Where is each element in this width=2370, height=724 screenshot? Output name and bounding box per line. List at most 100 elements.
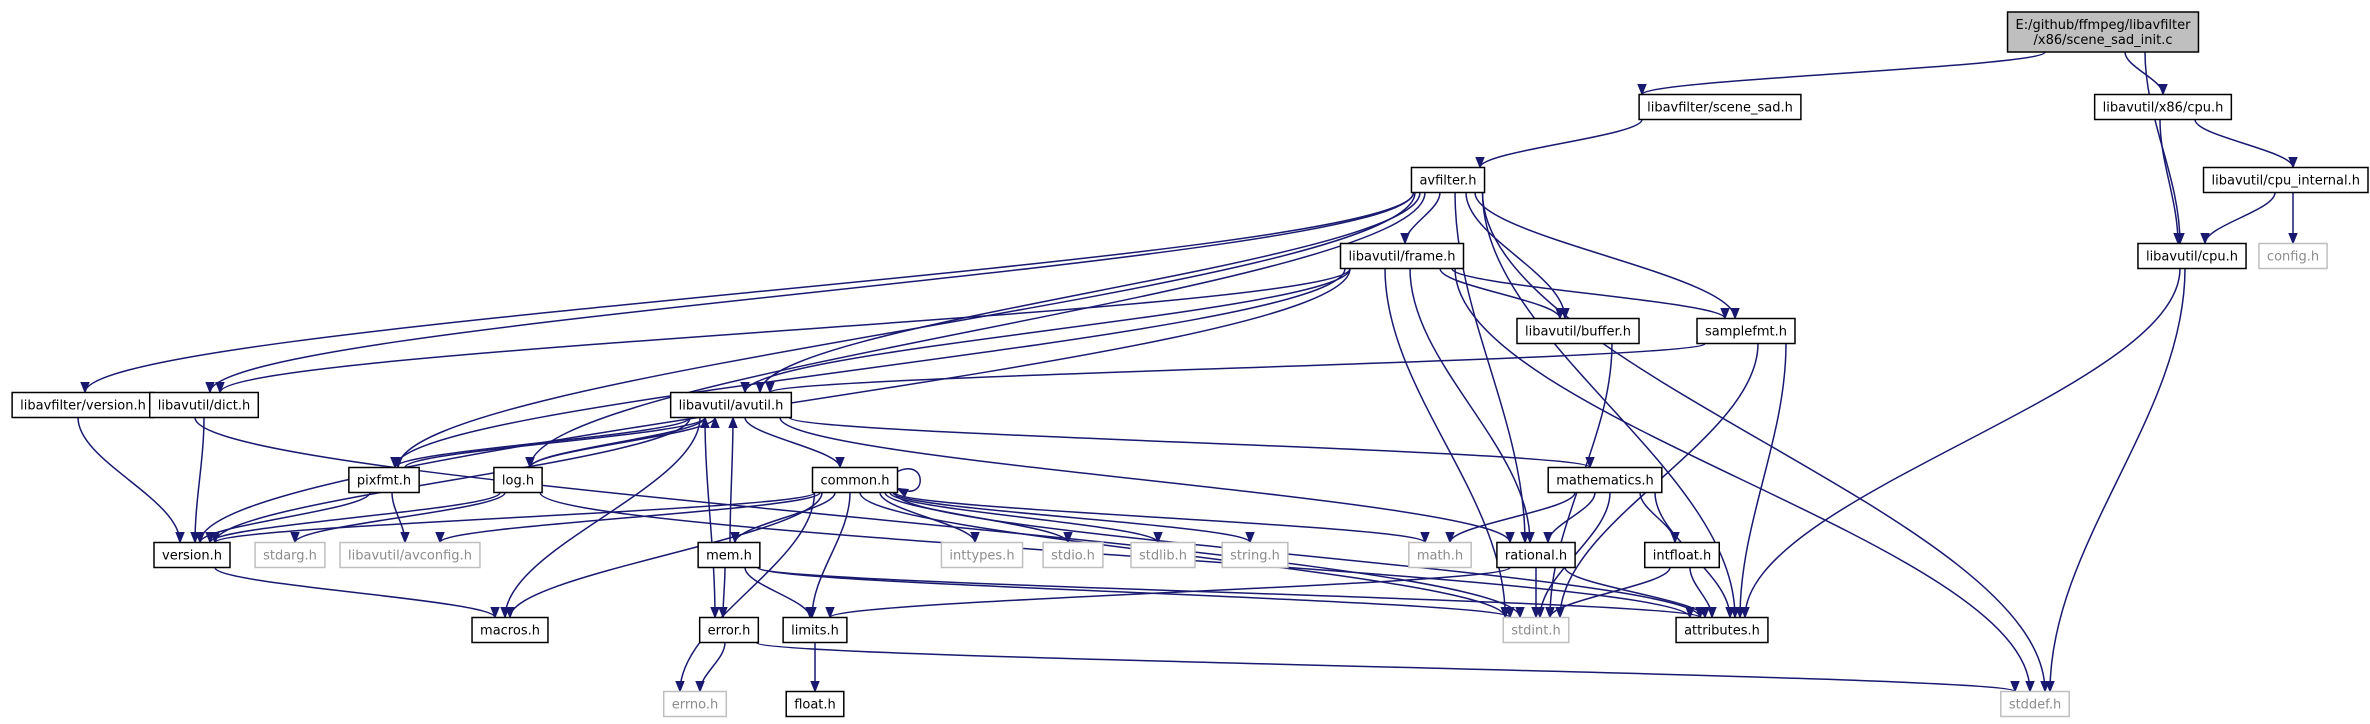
edge-line <box>1454 192 1526 543</box>
node-label: mem.h <box>706 549 752 564</box>
node-log[interactable]: log.h <box>493 466 543 494</box>
edge-line <box>1481 192 1736 618</box>
edge-line <box>2159 119 2179 244</box>
edge-arrowhead <box>1420 532 1430 544</box>
edge-avutil-to-version <box>210 417 691 544</box>
edge-avutil-to-macros <box>500 417 701 619</box>
node-label: libavutil/x86/cpu.h <box>2103 101 2224 116</box>
edge-arrowhead <box>2200 233 2210 245</box>
node-box <box>2006 11 2200 53</box>
edge-arrowhead <box>1515 607 1525 619</box>
edge-mathematics-to-intfloat <box>1639 492 1680 544</box>
node-stdint[interactable]: stdint.h <box>1502 616 1570 644</box>
node-attributes[interactable]: attributes.h <box>1675 616 1769 644</box>
node-limits[interactable]: limits.h <box>782 616 848 644</box>
edge-avutil-to-error <box>704 417 720 619</box>
edge-cpu-internal-to-cpu <box>2200 192 2276 245</box>
node-label: libavutil/avconfig.h <box>348 549 472 564</box>
node-avfilter[interactable]: avfilter.h <box>1410 166 1486 194</box>
node-box <box>1547 466 1663 494</box>
node-scene-sad[interactable]: libavfilter/scene_sad.h <box>1638 93 1802 121</box>
node-string[interactable]: string.h <box>1221 541 1289 569</box>
node-errno[interactable]: errno.h <box>662 690 728 718</box>
edge-line <box>1474 192 1736 319</box>
edge-avfilter-to-stddef <box>1481 192 2050 693</box>
node-box <box>2093 93 2233 121</box>
edge-arrowhead <box>1400 233 1410 245</box>
edge-arrowhead <box>695 681 705 693</box>
node-label: libavfilter/scene_sad.h <box>1647 101 1793 116</box>
edge-rational-to-attributes <box>1564 567 1710 619</box>
node-samplefmt[interactable]: samplefmt.h <box>1696 317 1796 345</box>
edge-common-to-errno <box>675 492 816 693</box>
node-float[interactable]: float.h <box>785 690 845 718</box>
edge-line <box>214 491 816 544</box>
node-root[interactable]: E:/github/ffmpeg/libavfilter/x86/scene_s… <box>2006 11 2200 53</box>
edge-arrowhead <box>1720 308 1730 320</box>
edge-dict-to-stdint <box>194 417 1525 619</box>
edge-arrowhead <box>710 416 720 428</box>
node-dict[interactable]: libavutil/dict.h <box>148 391 260 419</box>
edge-root-to-cpu <box>2144 51 2185 245</box>
edge-arrowhead <box>1700 607 1710 619</box>
node-lavfi-version[interactable]: libavfilter/version.h <box>11 391 155 419</box>
node-label: intfloat.h <box>1653 549 1712 564</box>
node-error[interactable]: error.h <box>698 616 760 644</box>
node-stdarg[interactable]: stdarg.h <box>254 541 326 569</box>
node-cpu[interactable]: libavutil/cpu.h <box>2137 242 2247 270</box>
edge-arrowhead <box>2040 681 2050 693</box>
edge-arrowhead <box>1063 532 1073 544</box>
node-common[interactable]: common.h <box>811 466 899 494</box>
edge-line <box>897 468 921 492</box>
edge-line <box>744 268 1351 393</box>
node-config[interactable]: config.h <box>2258 242 2328 270</box>
edge-log-to-avutil <box>529 416 720 468</box>
edge-line <box>84 192 1415 393</box>
node-box <box>1410 166 1486 194</box>
node-stdlib[interactable]: stdlib.h <box>1130 541 1196 569</box>
node-stdio[interactable]: stdio.h <box>1042 541 1104 569</box>
edge-arrowhead <box>1445 532 1455 544</box>
node-box <box>698 616 760 644</box>
node-pixfmt[interactable]: pixfmt.h <box>348 466 420 494</box>
node-frame[interactable]: libavutil/frame.h <box>1339 242 1465 270</box>
node-macros[interactable]: macros.h <box>471 616 549 644</box>
edge-arrowhead <box>1730 308 1740 320</box>
node-x86cpu[interactable]: libavutil/x86/cpu.h <box>2093 93 2233 121</box>
node-math[interactable]: math.h <box>1408 541 1472 569</box>
node-intfloat[interactable]: intfloat.h <box>1643 541 1721 569</box>
edge-line <box>397 192 1416 468</box>
edge-line <box>894 492 1701 618</box>
node-stddef[interactable]: stddef.h <box>2000 690 2070 718</box>
edge-avfilter-to-buffer <box>1465 192 1570 320</box>
edge-common-to-macros <box>505 492 823 619</box>
edge-arrowhead <box>205 382 215 394</box>
edge-common-to-common <box>896 468 921 498</box>
node-box <box>2202 166 2369 194</box>
edge-line <box>1739 343 1787 618</box>
node-box <box>1638 93 1802 121</box>
node-inttypes[interactable]: inttypes.h <box>940 541 1024 569</box>
edge-line <box>509 492 823 618</box>
edge-arrowhead <box>1637 84 1647 96</box>
edge-avfilter-to-avutil <box>755 192 1421 394</box>
edge-frame-to-rational <box>1409 268 1535 544</box>
node-label: libavutil/buffer.h <box>1525 325 1631 340</box>
node-version[interactable]: version.h <box>153 541 231 569</box>
edge-mathematics-to-math <box>1445 492 1576 544</box>
edge-line <box>1449 492 1576 543</box>
node-mathematics[interactable]: mathematics.h <box>1547 466 1663 494</box>
node-rational[interactable]: rational.h <box>1496 541 1576 569</box>
edge-arrowhead <box>1543 532 1553 544</box>
edge-log-to-stdarg <box>290 492 506 544</box>
node-avconfig[interactable]: libavutil/avconfig.h <box>339 541 481 569</box>
node-buffer[interactable]: libavutil/buffer.h <box>1516 317 1640 345</box>
node-cpu-internal[interactable]: libavutil/cpu_internal.h <box>2202 166 2369 194</box>
node-avutil[interactable]: libavutil/avutil.h <box>669 391 793 419</box>
node-label: error.h <box>708 624 751 639</box>
edge-line <box>1454 268 2031 692</box>
edge-line <box>892 491 1251 544</box>
edge-avfilter-to-lavfi-version <box>80 192 1415 394</box>
node-mem[interactable]: mem.h <box>697 541 761 569</box>
node-box <box>254 541 326 569</box>
